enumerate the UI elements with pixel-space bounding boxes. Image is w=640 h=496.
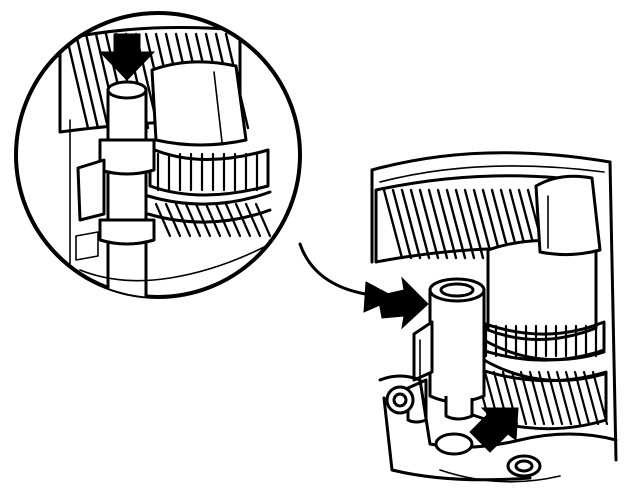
gear-tooth bbox=[391, 188, 413, 260]
gear-tooth bbox=[74, 32, 100, 130]
gear-tooth bbox=[427, 188, 449, 260]
gear-tooth bbox=[418, 188, 440, 260]
inset-shaft bbox=[75, 80, 156, 297]
gear-tooth bbox=[436, 188, 458, 260]
detail-inset bbox=[14, 11, 302, 299]
curved-arrow-icon bbox=[298, 242, 398, 313]
gear-tooth bbox=[154, 202, 172, 238]
arrow-up-left-icon bbox=[469, 407, 519, 453]
gear-tooth bbox=[224, 202, 242, 238]
gear-tooth bbox=[454, 188, 476, 260]
gear-tooth bbox=[472, 188, 494, 260]
gear-tooth bbox=[519, 370, 537, 426]
gear-tooth bbox=[84, 32, 110, 130]
gear-tooth bbox=[463, 188, 485, 260]
gear-tooth bbox=[591, 370, 609, 426]
gear-tooth bbox=[214, 202, 232, 238]
shift-rail-sleeve bbox=[406, 277, 486, 424]
gear-tooth bbox=[254, 202, 272, 238]
gear-tooth bbox=[382, 188, 404, 260]
gear-tooth bbox=[400, 188, 422, 260]
main-assembly bbox=[370, 151, 618, 483]
gear-tooth bbox=[164, 202, 182, 238]
gear-tooth bbox=[244, 202, 262, 238]
gear-tooth bbox=[174, 202, 192, 238]
gear-tooth bbox=[194, 202, 212, 238]
gear-tooth bbox=[445, 188, 467, 260]
gear-tooth bbox=[510, 370, 528, 426]
gear-tooth bbox=[204, 202, 222, 238]
gear-tooth bbox=[528, 370, 546, 426]
gear-tooth bbox=[234, 202, 252, 238]
base-casting bbox=[378, 374, 618, 483]
gear-tooth bbox=[582, 370, 600, 426]
gear-tooth bbox=[409, 188, 431, 260]
arrow-down-icon bbox=[98, 33, 156, 81]
gear-tooth bbox=[64, 32, 90, 130]
arrow-right-icon bbox=[377, 276, 429, 330]
gear-tooth bbox=[184, 202, 202, 238]
shift-collar bbox=[486, 174, 602, 342]
